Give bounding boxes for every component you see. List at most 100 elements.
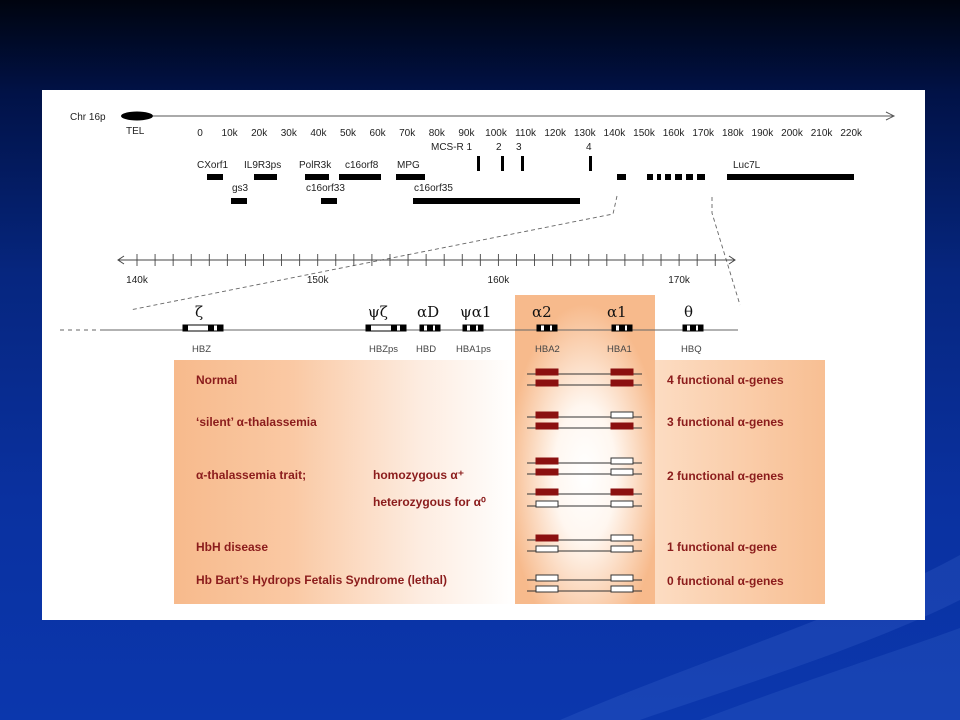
regulatory-element-bar <box>477 156 480 171</box>
gene-exon <box>366 325 371 331</box>
chromosome-allele <box>527 534 642 542</box>
condition-label: α-thalassemia trait; <box>196 468 306 482</box>
hba2-functional-box <box>535 534 559 542</box>
overview-axis-tick-label: 100k <box>485 128 508 139</box>
gene-exon <box>544 325 550 331</box>
chromosome-allele <box>527 457 642 465</box>
hba1-deleted-box <box>610 457 634 465</box>
overview-axis-tick-label: 120k <box>544 128 567 139</box>
gene-exon <box>463 325 467 331</box>
cluster-gene-hbz <box>182 324 224 332</box>
gene-name: HBA1 <box>607 344 632 355</box>
regulatory-element-label: 3 <box>516 142 522 153</box>
hba2-functional-box <box>535 422 559 430</box>
hba2-functional-box <box>535 468 559 476</box>
gene-exon <box>391 325 397 331</box>
overview-axis-arrow <box>885 111 896 121</box>
hba1-functional-box <box>610 379 634 387</box>
hba2-functional-box <box>535 411 559 419</box>
hba2-functional-box <box>535 379 559 387</box>
flanking-gene-label: Luc7L <box>733 160 761 171</box>
alpha-gene-column <box>515 295 655 604</box>
cluster-overview-block <box>686 174 693 180</box>
overview-axis-tick-label: 60k <box>370 128 387 139</box>
flanking-gene-bar <box>727 174 854 180</box>
chromosome-label: Chr 16p <box>70 112 106 123</box>
chromosome-allele <box>527 379 642 387</box>
detail-axis-arrow-left <box>117 255 125 265</box>
regulatory-element-label: MCS-R 1 <box>431 142 473 153</box>
detail-axis-tick-label: 140k <box>126 275 149 286</box>
flanking-gene-label: PolR3k <box>299 160 332 171</box>
genotype-highlight-regions <box>174 295 825 604</box>
flanking-gene-label: c16orf35 <box>414 183 453 194</box>
hba2-functional-box <box>535 488 559 496</box>
detail-axis-tick-label: 160k <box>488 275 511 286</box>
gene-name: HBZ <box>192 344 211 355</box>
flanking-gene-bar <box>413 198 580 204</box>
cluster-overview-block <box>647 174 653 180</box>
flanking-gene-bar <box>231 198 247 204</box>
flanking-gene-label: CXorf1 <box>197 160 229 171</box>
gene-name: HBQ <box>681 344 702 355</box>
genotype-row: heterozygous for α⁰ <box>373 488 642 509</box>
gene-symbol: ζ <box>195 303 203 321</box>
gene-exon <box>619 325 625 331</box>
genotype-row: α-thalassemia trait;homozygous α⁺2 funct… <box>196 457 784 483</box>
gene-symbol: α2 <box>532 303 552 321</box>
gene-exon <box>537 325 541 331</box>
condition-region <box>174 360 515 604</box>
hba1-deleted-box <box>610 585 634 593</box>
gene-exon <box>690 325 696 331</box>
overview-axis-tick-label: 130k <box>574 128 597 139</box>
gene-exon <box>420 325 424 331</box>
cluster-gene-hba1 <box>611 324 633 332</box>
regulatory-element-bar <box>589 156 592 171</box>
flanking-gene-bar <box>339 174 381 180</box>
chromosome-allele <box>527 368 642 376</box>
flanking-gene-bar <box>321 198 337 204</box>
overview-axis-tick-label: 170k <box>692 128 715 139</box>
gene-exon <box>183 325 188 331</box>
gene-name: HBZps <box>369 344 398 355</box>
overview-axis-tick-label: 200k <box>781 128 804 139</box>
hba1-functional-box <box>610 422 634 430</box>
hba1-deleted-box <box>610 468 634 476</box>
functional-gene-count: 2 functional α-genes <box>667 469 784 483</box>
telomere-label: TEL <box>126 126 145 137</box>
overview-axis-tick-label: 70k <box>399 128 416 139</box>
functional-gene-count: 3 functional α-genes <box>667 415 784 429</box>
chromosome-allele <box>527 468 642 476</box>
cluster-overview-block <box>665 174 671 180</box>
chromosome-allele <box>527 422 642 430</box>
zoom-guides <box>129 195 741 311</box>
flanking-gene-bar <box>396 174 425 180</box>
overview-axis-tick-label: 210k <box>811 128 834 139</box>
overview-axis-tick-label: 220k <box>840 128 863 139</box>
hba2-functional-box <box>535 457 559 465</box>
flanking-gene-bar <box>254 174 277 180</box>
gene-exon <box>217 325 223 331</box>
hba1-deleted-box <box>610 534 634 542</box>
cluster-overview-block <box>657 174 661 180</box>
hba2-deleted-box <box>535 500 559 508</box>
overview-axis-tick-label: 180k <box>722 128 745 139</box>
gene-exon <box>427 325 433 331</box>
gene-exon <box>400 325 406 331</box>
gene-exon <box>698 325 703 331</box>
gene-name: HBA2 <box>535 344 560 355</box>
overview-axis-tick-label: 10k <box>222 128 239 139</box>
chromosome-allele <box>527 500 642 508</box>
condition-label: ‘silent’ α-thalassemia <box>196 415 317 429</box>
detail-axis-arrow-right <box>728 255 736 265</box>
swoosh-band <box>560 555 960 720</box>
gene-exon <box>208 325 214 331</box>
hba1-deleted-box <box>610 574 634 582</box>
cluster-overview-block <box>697 174 705 180</box>
